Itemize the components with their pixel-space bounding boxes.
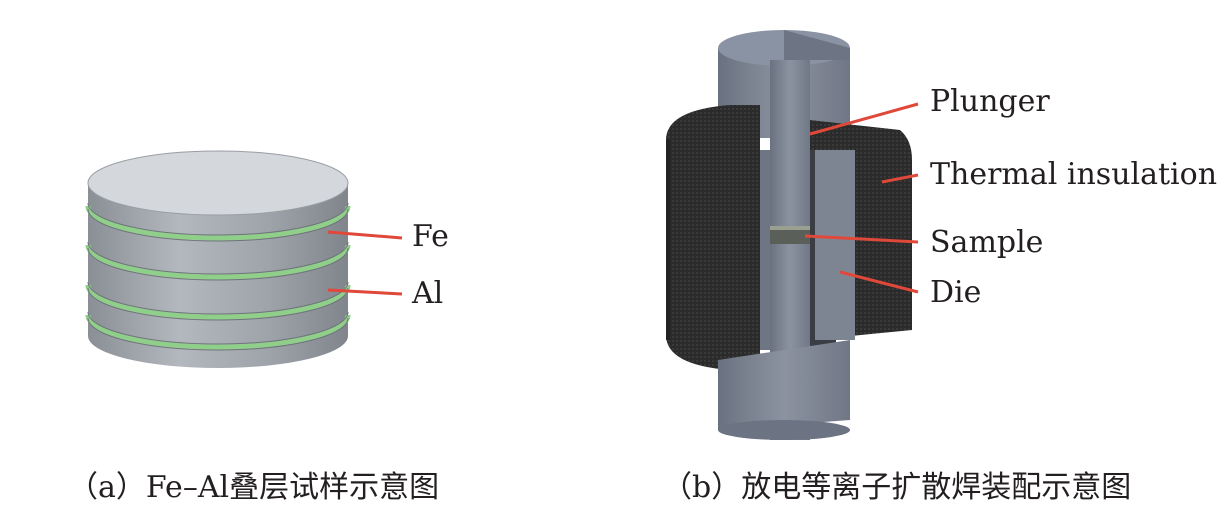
laminated-sample-drawing [85,150,403,368]
sample [770,226,810,244]
cylinder-top-face [87,150,349,216]
fe-label: Fe [412,219,449,254]
panel-b: Plunger Thermal insulation Sample Die （b… [600,0,1232,526]
fe-layer-3 [85,284,351,320]
thermal-insulation-label: Thermal insulation [930,157,1218,192]
al-label: Al [412,276,444,311]
fe-layer-1 [85,205,351,241]
fe-layer-4 [85,314,351,350]
thermal-insulation-left [666,105,760,370]
plunger-label: Plunger [930,84,1050,119]
plunger-bottom [718,340,850,440]
die-leader-line [839,270,919,294]
al-leader-line [327,288,403,296]
sps-assembly-drawing [666,30,919,440]
sample-label: Sample [930,225,1044,260]
fe-leader-line [327,230,403,240]
panel-a: Fe Al （a）Fe–Al叠层试样示意图 [0,0,600,526]
fe-layers [85,205,351,350]
thermal-insulation-leader-line [881,173,919,184]
die-label: Die [930,275,982,310]
plunger-leader-line [809,102,919,136]
fe-layer-2 [85,244,351,280]
caption-a: （a）Fe–Al叠层试样示意图 [68,470,440,505]
caption-b: （b）放电等离子扩散焊装配示意图 [662,470,1132,505]
sample-leader-line [804,234,919,244]
